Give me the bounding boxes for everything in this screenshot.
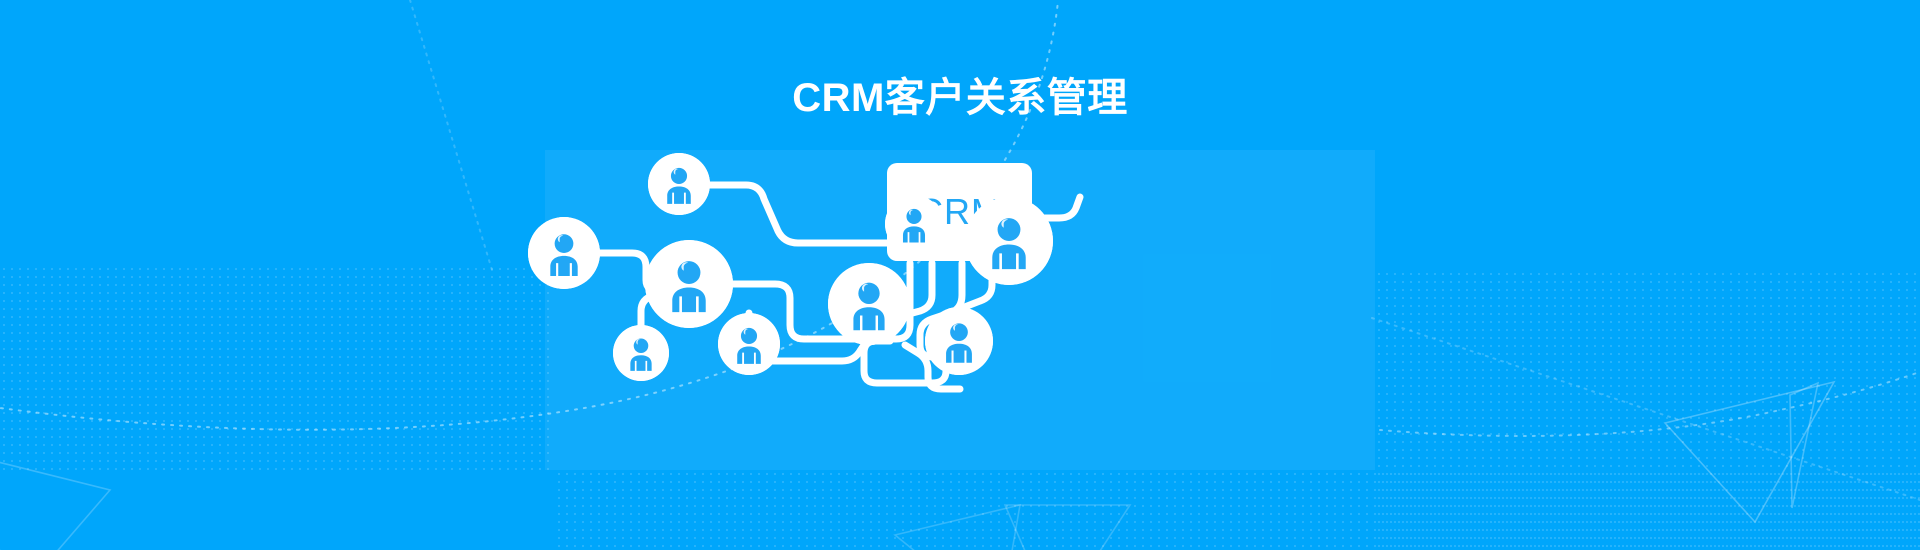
crm-network-diagram: CRM [528, 145, 1360, 445]
triangle-outline-bottom-right-b [1789, 381, 1820, 509]
connector-top-left [706, 181, 891, 247]
network-node-top-left[interactable] [648, 153, 710, 215]
dotted-diagonal [1371, 317, 1920, 501]
user-avatar-icon [925, 307, 993, 375]
user-avatar-icon [718, 313, 780, 375]
triangle-outline-bottom-right-a [1663, 380, 1836, 524]
triangle-outline-bottom-center-a [893, 503, 1021, 550]
connector-bottom-right-2 [901, 341, 964, 393]
network-node-left-small[interactable] [613, 325, 669, 381]
user-avatar-icon [885, 195, 943, 253]
network-node-bottom-right[interactable] [925, 307, 993, 375]
network-node-right-small[interactable] [885, 195, 943, 253]
user-avatar-icon [965, 197, 1053, 285]
network-node-far-left[interactable] [528, 217, 600, 289]
user-avatar-icon [645, 240, 733, 328]
page-title: CRM客户关系管理 [792, 76, 1128, 120]
triangle-outline-bottom-center-b [1003, 504, 1132, 550]
triangle-outline-bottom-left [0, 461, 112, 550]
user-avatar-icon [828, 263, 910, 345]
user-avatar-icon [613, 325, 669, 381]
connector-mid-bottom-2 [958, 259, 996, 312]
dot-pattern-band-bottom [555, 470, 1920, 550]
network-node-right-large[interactable] [965, 197, 1053, 285]
dotted-arc-right [1379, 371, 1920, 437]
network-node-left-large[interactable] [645, 240, 733, 328]
user-avatar-icon [648, 153, 710, 215]
dotted-arc-left [0, 0, 1059, 431]
connector-crm-right [1028, 193, 1084, 222]
dotted-diagonal-topleft [409, 0, 493, 271]
network-node-bottom-center[interactable] [718, 313, 780, 375]
connector-left-large [729, 259, 914, 343]
network-node-mid-bottom[interactable] [828, 263, 910, 345]
dot-pattern-band-right [1375, 270, 1920, 550]
user-avatar-icon [528, 217, 600, 289]
dot-pattern-band-left [0, 265, 555, 470]
